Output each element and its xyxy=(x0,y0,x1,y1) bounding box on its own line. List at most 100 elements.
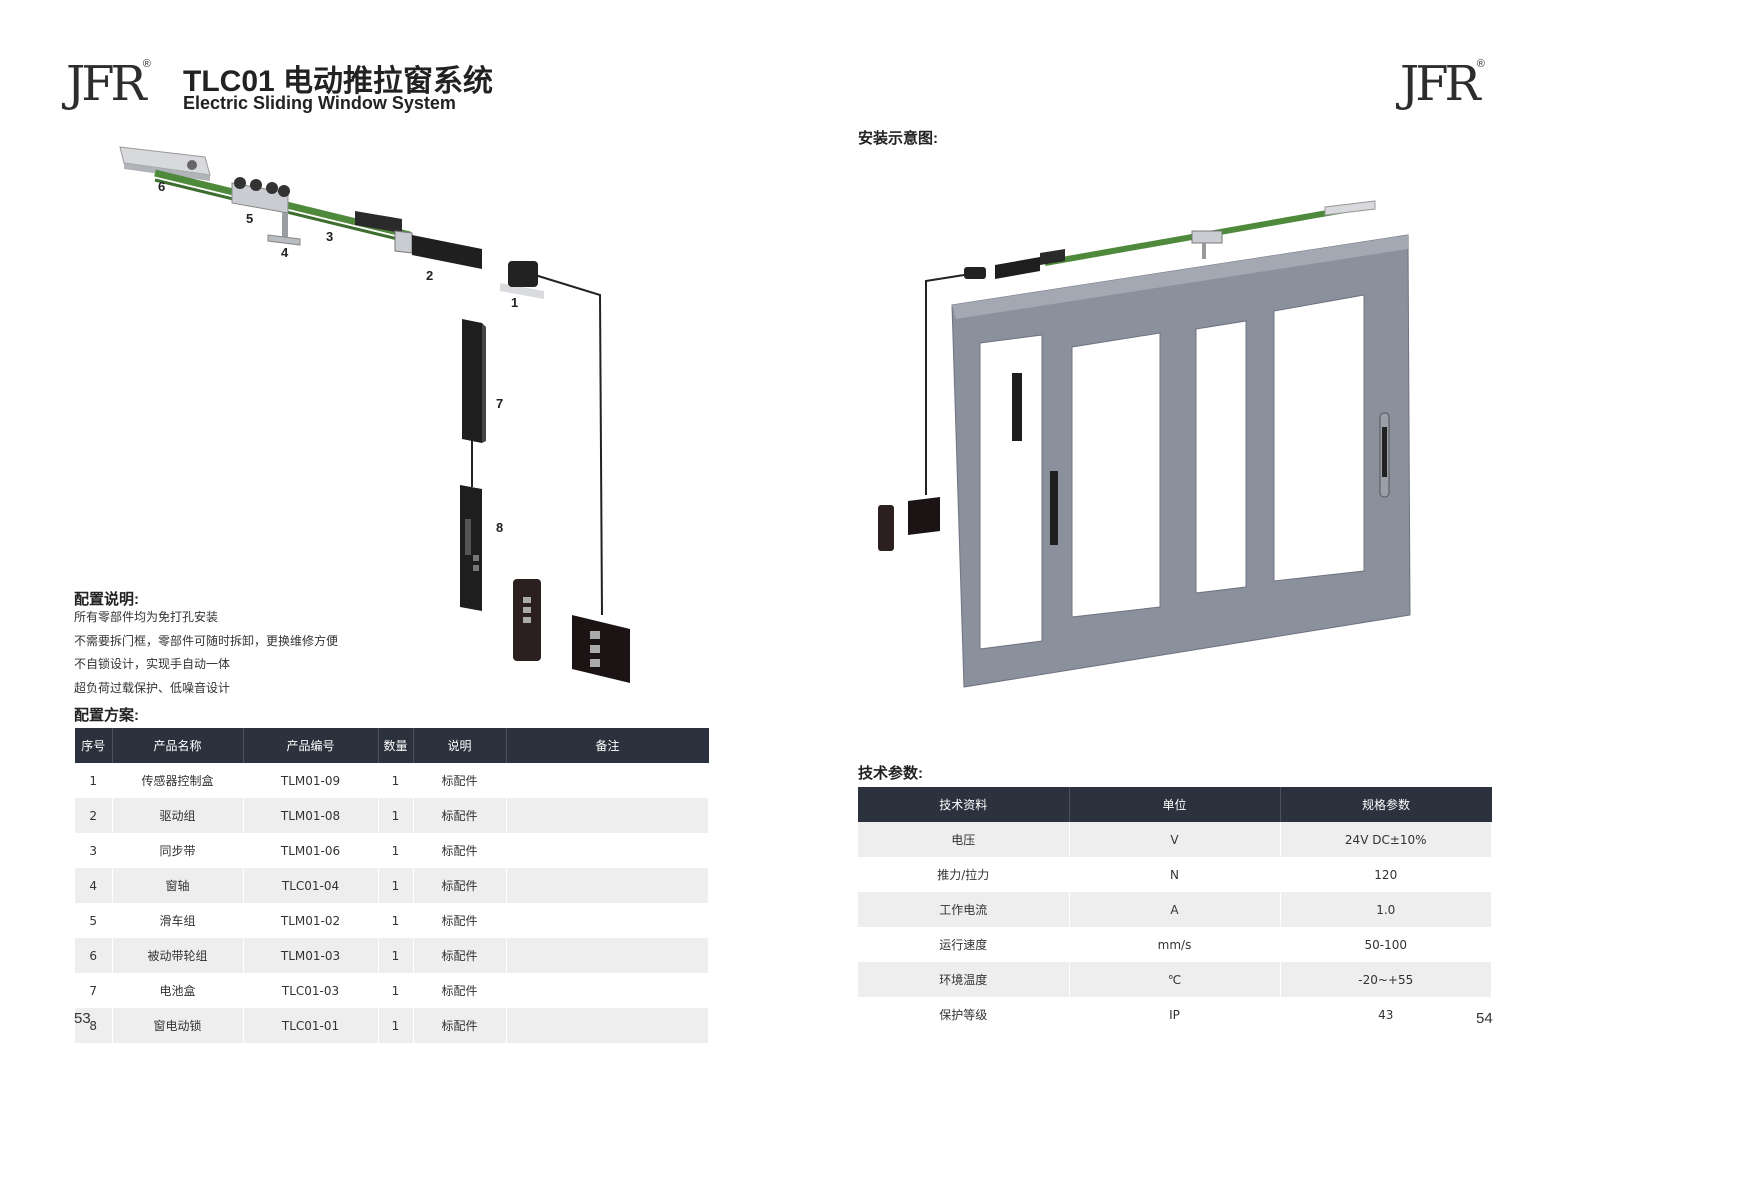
cell: 6 xyxy=(75,938,113,973)
control-wire xyxy=(925,274,965,495)
cell: TLM01-03 xyxy=(243,938,379,973)
cell: V xyxy=(1069,822,1281,857)
page-number-left: 53 xyxy=(74,1010,91,1027)
cell: 1 xyxy=(378,903,414,938)
cell: 5 xyxy=(75,903,113,938)
wall-panel-part xyxy=(572,615,630,683)
cell: TLM01-08 xyxy=(243,798,379,833)
installation-diagram xyxy=(878,200,1411,688)
table-row: 环境温度℃-20~+55 xyxy=(858,962,1492,997)
cell: 标配件 xyxy=(413,868,507,903)
col-header: 产品编号 xyxy=(243,728,379,763)
cell: 4 xyxy=(75,868,113,903)
page-number-right: 54 xyxy=(1476,1010,1493,1027)
cell: 1 xyxy=(378,973,414,1008)
cell: 1 xyxy=(378,798,414,833)
tech-heading: 技术参数: xyxy=(858,765,923,782)
col-header: 数量 xyxy=(378,728,414,763)
cell: 电池盒 xyxy=(112,973,244,1008)
config-line: 不需要拆门框，零部件可随时拆卸，更换维修方便 xyxy=(74,633,339,648)
cell: 窗电动锁 xyxy=(112,1008,244,1043)
cell: 1 xyxy=(378,833,414,868)
cell: 窗轴 xyxy=(112,868,244,903)
col-header: 技术资料 xyxy=(858,787,1070,822)
cell: 2 xyxy=(75,798,113,833)
cell: 标配件 xyxy=(413,938,507,973)
logo-text: JFR xyxy=(66,56,147,112)
cell: 120 xyxy=(1280,857,1492,892)
cell: 标配件 xyxy=(413,763,507,798)
cell: A xyxy=(1069,892,1281,927)
brand-logo-left: JFR® xyxy=(66,56,151,112)
electric-lock-part xyxy=(460,485,482,611)
callout-6: 6 xyxy=(158,179,166,194)
callout-8: 8 xyxy=(496,520,504,535)
brand-logo-right: JFR® xyxy=(1400,56,1485,112)
component-diagram xyxy=(119,146,630,683)
drive-motor-part xyxy=(355,211,482,269)
trolley-part xyxy=(231,177,290,214)
cell xyxy=(506,833,709,868)
window-frame xyxy=(951,234,1411,688)
install-heading: 安装示意图: xyxy=(858,130,938,147)
cell: 标配件 xyxy=(413,903,507,938)
cell: 同步带 xyxy=(112,833,244,868)
plan-heading: 配置方案: xyxy=(74,707,139,724)
registered-mark: ® xyxy=(1476,58,1485,70)
cell: TLC01-04 xyxy=(243,868,379,903)
callout-5: 5 xyxy=(246,211,254,226)
remote-control-part xyxy=(513,579,541,661)
logo-text: JFR xyxy=(1400,56,1481,112)
table-header-row: 技术资料 单位 规格参数 xyxy=(858,787,1492,822)
config-line: 所有零部件均为免打孔安装 xyxy=(74,610,219,624)
cell: 环境温度 xyxy=(858,962,1070,997)
cell: IP xyxy=(1069,997,1281,1032)
cell: 3 xyxy=(75,833,113,868)
cell xyxy=(506,1008,709,1043)
cell: TLM01-02 xyxy=(243,903,379,938)
cell xyxy=(506,868,709,903)
col-header: 单位 xyxy=(1069,787,1281,822)
col-header: 说明 xyxy=(413,728,507,763)
cell: 1 xyxy=(378,868,414,903)
page-subtitle: Electric Sliding Window System xyxy=(183,93,456,113)
sensor-box-part xyxy=(500,261,544,299)
cell: 1 xyxy=(378,1008,414,1043)
cell: 驱动组 xyxy=(112,798,244,833)
cell: 1 xyxy=(378,938,414,973)
cell: 24V DC±10% xyxy=(1280,822,1492,857)
col-header: 序号 xyxy=(75,728,113,763)
cell xyxy=(506,798,709,833)
remote-control xyxy=(878,505,894,551)
config-list: 所有零部件均为免打孔安装 不需要拆门框，零部件可随时拆卸，更换维修方便 不自锁设… xyxy=(74,606,338,700)
col-header: 备注 xyxy=(506,728,709,763)
callout-1: 1 xyxy=(511,295,519,310)
wall-panel xyxy=(908,497,940,535)
cell: 50-100 xyxy=(1280,927,1492,962)
config-line: 不自锁设计，实现手自动一体 xyxy=(74,657,231,671)
registered-mark: ® xyxy=(142,58,151,70)
battery-box-part xyxy=(462,319,486,443)
cell: ℃ xyxy=(1069,962,1281,997)
page-title: TLC01 电动推拉窗系统 xyxy=(183,65,494,98)
cell: 被动带轮组 xyxy=(112,938,244,973)
callout-4: 4 xyxy=(281,245,289,260)
cell: 推力/拉力 xyxy=(858,857,1070,892)
config-line: 超负荷过载保护、低噪音设计 xyxy=(74,680,231,695)
cell: 标配件 xyxy=(413,1008,507,1043)
cell: 标配件 xyxy=(413,973,507,1008)
col-header: 规格参数 xyxy=(1280,787,1492,822)
config-heading: 配置说明: xyxy=(74,591,139,608)
callout-2: 2 xyxy=(426,268,434,283)
cell: 运行速度 xyxy=(858,927,1070,962)
cell: 8 xyxy=(75,1008,113,1043)
col-header: 产品名称 xyxy=(112,728,244,763)
